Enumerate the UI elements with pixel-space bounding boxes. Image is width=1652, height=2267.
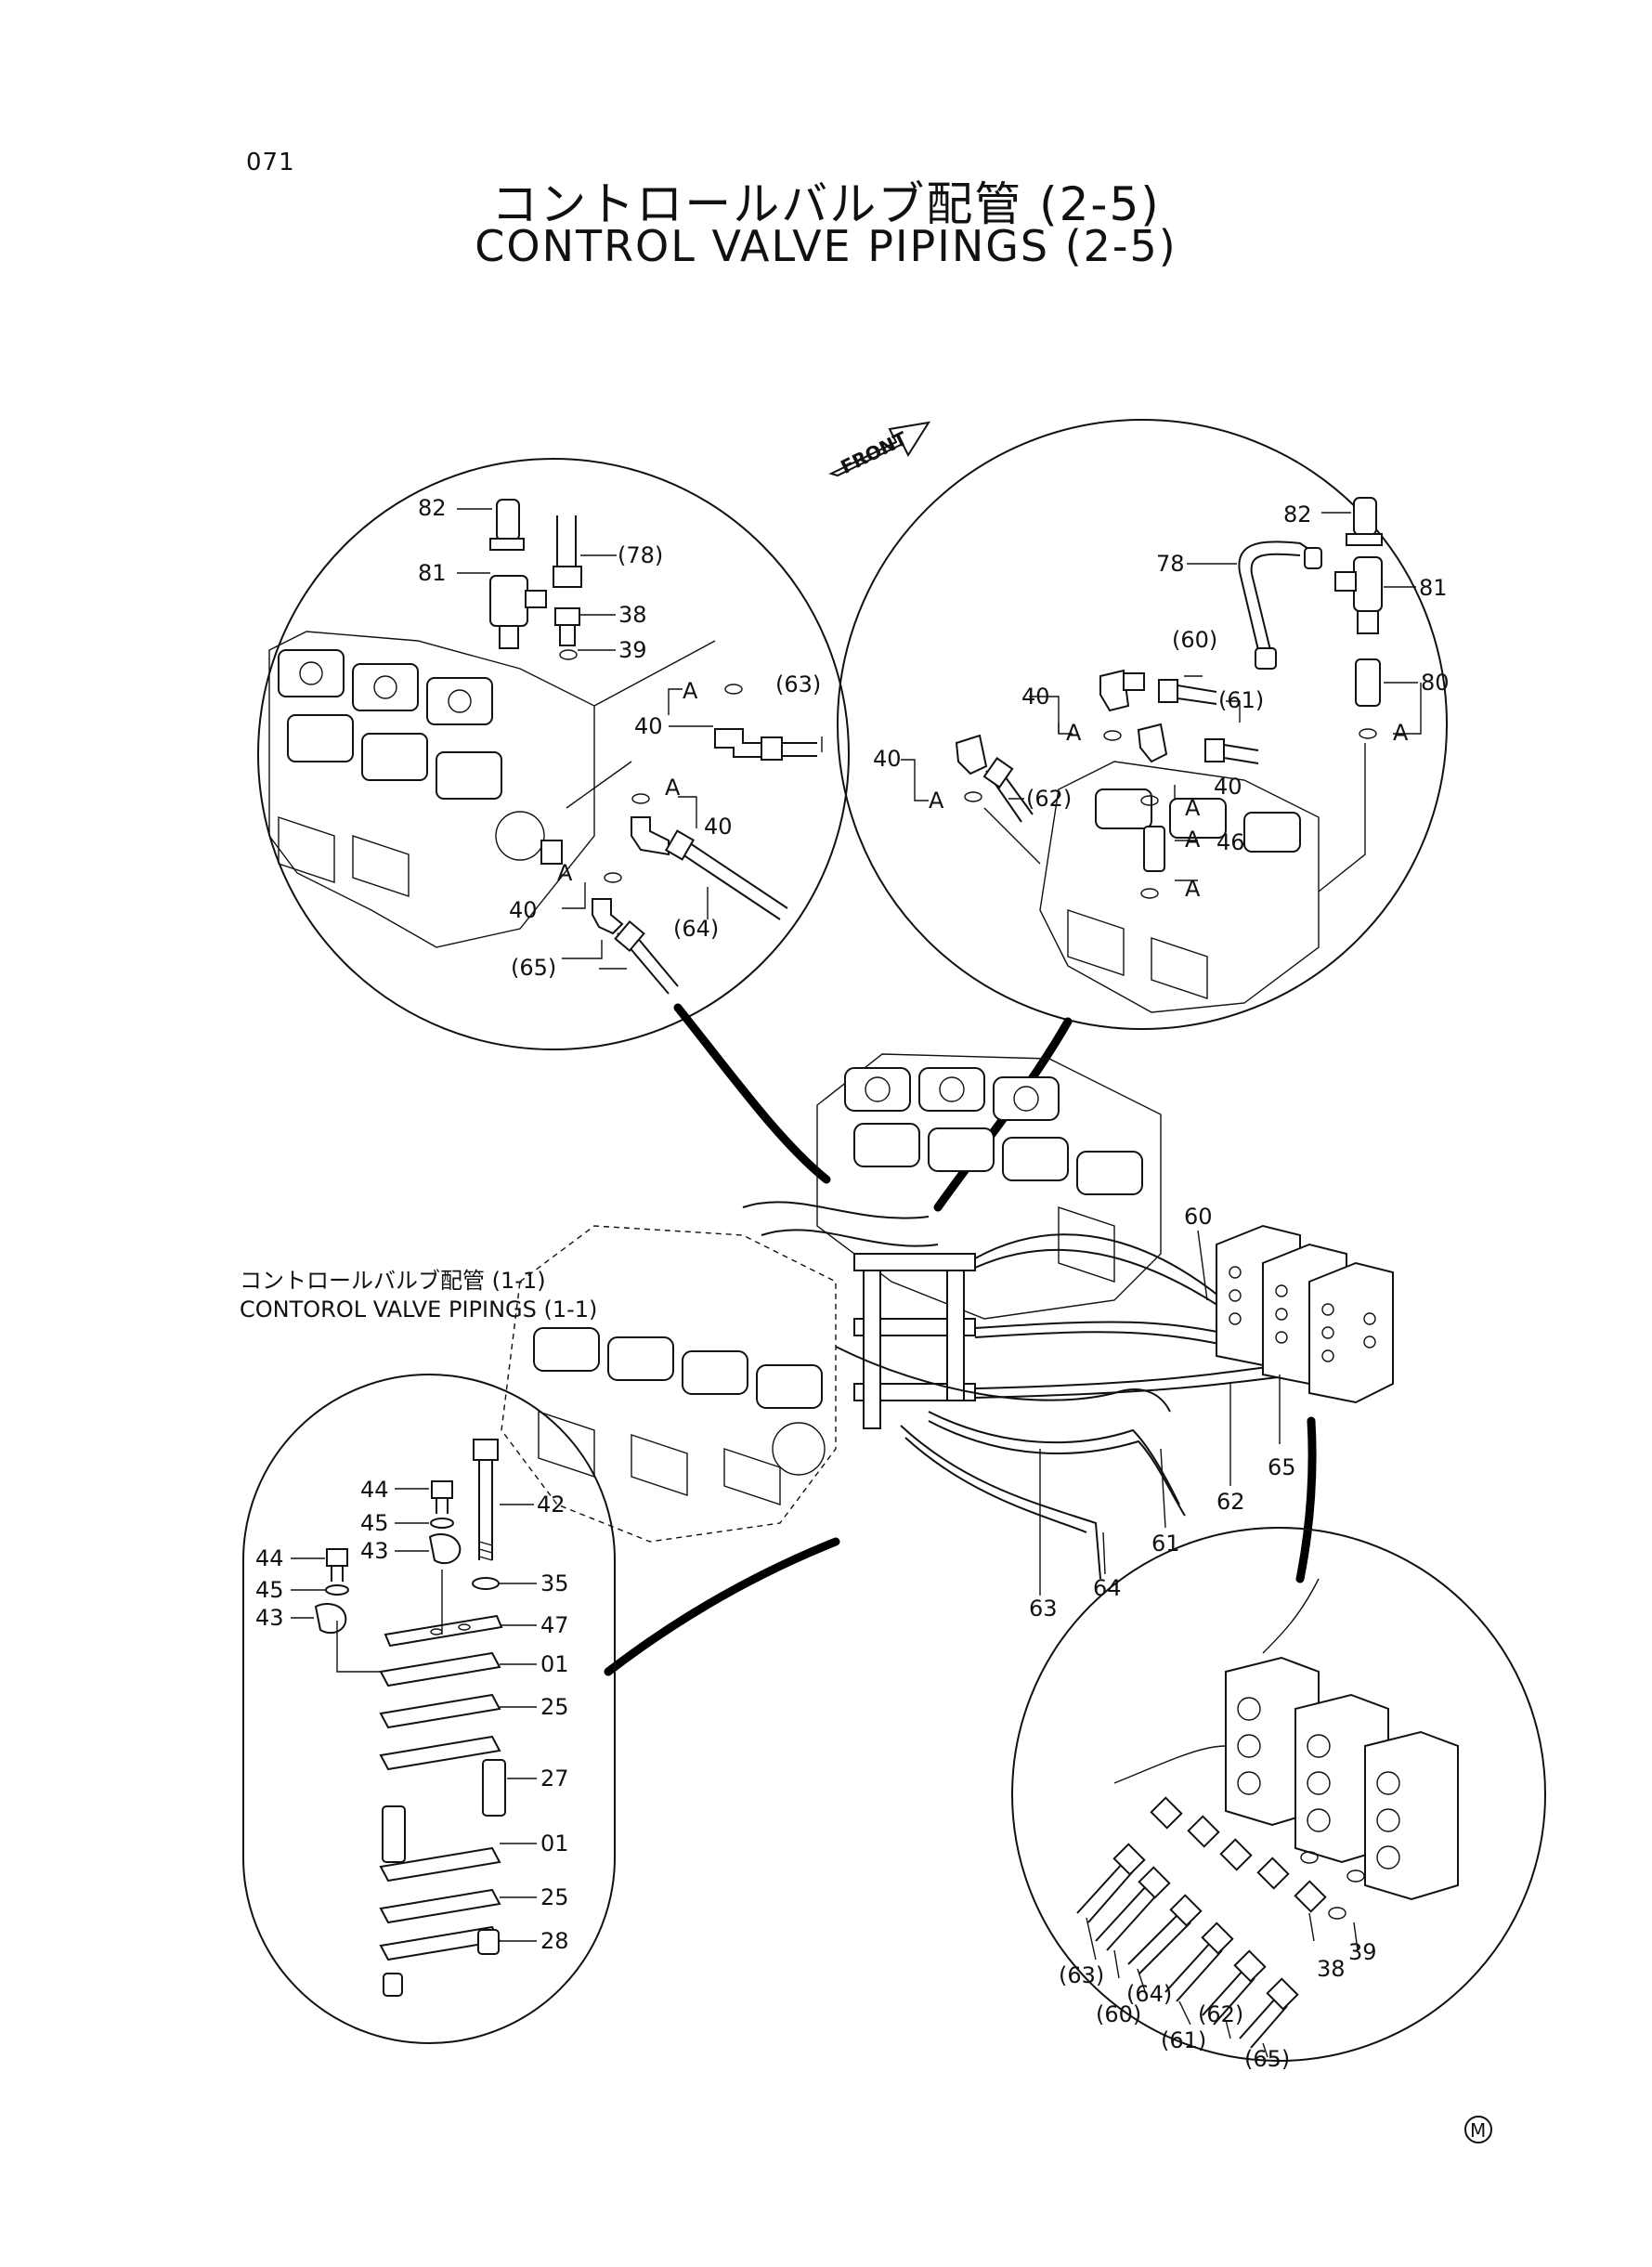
detail-a-label: A [665,775,681,801]
detail-circle-bottom-right: (63) (64) (60) (61) (62) (65) 38 39 [1011,1527,1546,2072]
callout-43: 43 [255,1605,284,1631]
callout-01: 01 [540,1651,569,1677]
callout-64-ref: (64) [673,916,719,942]
callout-61-ref: (61) [1218,687,1264,713]
callout-38: 38 [1317,1956,1346,1982]
callout-44: 44 [255,1545,284,1571]
callout-35: 35 [540,1570,569,1596]
front-arrow: FRONT [828,421,931,478]
maker-mark: M [1464,2116,1492,2143]
front-label: FRONT [837,427,911,478]
callout-43: 43 [360,1538,389,1564]
page-number: 071 [246,149,295,176]
callout-60: 60 [1184,1204,1213,1230]
title-japanese: コントロールバルブ配管 (2-5) [491,177,1161,231]
callout-63: 63 [1029,1596,1058,1622]
detail-a-label: A [1185,827,1201,853]
callout-40: 40 [634,713,663,739]
callout-81: 81 [418,560,447,586]
callout-65-ref: (65) [1244,2046,1290,2072]
callout-81: 81 [1419,575,1448,601]
callout-78-ref: (78) [618,542,663,568]
callout-25: 25 [540,1884,569,1910]
detail-a-label: A [1185,876,1201,902]
detail-a-label: A [557,860,573,886]
callout-65: 65 [1268,1454,1296,1480]
callout-40: 40 [873,746,902,772]
callout-40: 40 [1021,684,1050,710]
callout-40: 40 [704,814,733,840]
callout-65-ref: (65) [511,955,556,981]
callout-64: 64 [1093,1575,1122,1601]
callout-40: 40 [509,897,538,923]
callout-39: 39 [1348,1939,1377,1965]
connector-top-left [673,1003,831,1184]
callout-78: 78 [1156,551,1185,577]
callout-63-ref: (63) [775,671,821,697]
callout-28: 28 [540,1928,569,1954]
detail-circle-top-left: 82 81 (78) 38 39 40 A (63) A 40 A 40 (64… [257,458,850,1050]
ref-japanese: コントロールバルブ配管 (1-1) [240,1268,546,1294]
detail-a-label: A [683,678,698,704]
detail-a-label: A [1393,720,1409,746]
detail-a-label: A [1185,795,1201,821]
connector-left-stack [604,1537,840,1676]
callout-39: 39 [618,637,647,663]
callout-80: 80 [1421,670,1450,696]
detail-stack-left: 44 45 43 44 45 43 42 35 47 01 25 27 01 2… [242,1374,616,2044]
callout-62-ref: (62) [1198,2001,1243,2027]
reference-label: コントロールバルブ配管 (1-1) CONTOROL VALVE PIPINGS… [240,1268,597,1322]
callout-44: 44 [360,1477,389,1503]
callout-82: 82 [418,495,447,521]
callout-38: 38 [618,602,647,628]
detail-a-label: A [929,788,944,814]
ref-english: CONTOROL VALVE PIPINGS (1-1) [240,1296,597,1322]
callout-42: 42 [537,1492,566,1518]
pilot-manifold [1216,1224,1394,1404]
callout-64-ref: (64) [1126,1981,1172,2007]
title-english: CONTROL VALVE PIPINGS (2-5) [475,221,1177,271]
main-assembly: 60 65 62 61 64 63 [501,1053,1394,1622]
connector-bottom-right [1295,1416,1317,1583]
callout-60-ref: (60) [1172,627,1217,653]
callout-45: 45 [255,1577,284,1603]
detail-circle-top-right: 82 78 81 (60) 40 (61) 80 A A 40 (62) A 4… [837,419,1450,1030]
callout-01: 01 [540,1831,569,1857]
callout-63-ref: (63) [1059,1962,1104,1988]
callout-62: 62 [1216,1489,1245,1515]
maker-mark-letter: M [1470,2119,1486,2142]
detail-a-label: A [1066,720,1082,746]
callout-25: 25 [540,1694,569,1720]
callout-47: 47 [540,1612,569,1638]
callout-40: 40 [1214,774,1242,800]
callout-82: 82 [1283,502,1312,528]
callout-27: 27 [540,1765,569,1791]
callout-45: 45 [360,1510,389,1536]
callout-46: 46 [1216,829,1245,855]
callout-60-ref: (60) [1096,2001,1141,2027]
callout-61-ref: (61) [1161,2027,1206,2053]
callout-62-ref: (62) [1026,786,1072,812]
